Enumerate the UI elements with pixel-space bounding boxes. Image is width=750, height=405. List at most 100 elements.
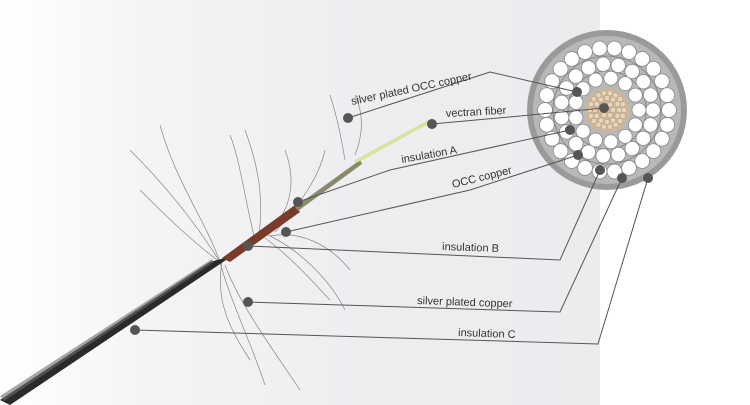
- outer-strand: [552, 61, 569, 77]
- dot-silver-plated-occ-copper-end: [572, 87, 582, 97]
- copper-section: [222, 205, 300, 262]
- middle-strand: [568, 136, 584, 152]
- leader-vectran-fiber: [431, 107, 605, 125]
- outer-strand: [538, 87, 555, 103]
- outer-strand: [563, 51, 580, 67]
- dot-occ-copper-start: [281, 227, 291, 237]
- middle-strand: [580, 60, 597, 76]
- vectran-fiber-strand: [588, 112, 594, 119]
- vectran-fiber-strand: [595, 92, 602, 99]
- inner-strand: [627, 87, 643, 103]
- dot-vectran-fiber-start: [427, 119, 437, 129]
- leader-occ-copper: [285, 154, 579, 233]
- insulation-ring-1: [552, 55, 662, 165]
- labels: silver plated OCC copper vectran fiber i…: [350, 71, 516, 341]
- label-silver-plated-occ-copper: silver plated OCC copper: [350, 71, 473, 108]
- vectran-fiber-strand: [588, 101, 594, 108]
- outer-strand: [661, 102, 677, 118]
- dot-insulation-c-start: [130, 325, 140, 335]
- dot-insulation-a-end: [565, 125, 575, 135]
- outer-strand: [659, 87, 675, 103]
- middle-strand: [635, 130, 651, 146]
- middle-strand: [595, 148, 611, 164]
- outer-strand: [621, 44, 637, 60]
- dot-insulation-b-end: [595, 165, 605, 175]
- vectran-fiber-strand: [612, 121, 619, 128]
- leader-insulation-b: [247, 169, 601, 261]
- vectran-fiber-strand: [607, 112, 613, 119]
- vectran-fiber-strand: [604, 119, 610, 125]
- cable-jacket-highlight: [0, 259, 214, 401]
- dot-insulation-b-start: [243, 241, 253, 251]
- outer-strand: [634, 51, 651, 67]
- middle-strand: [580, 144, 597, 160]
- outer-strand: [538, 117, 555, 133]
- vectran-fiber-strand: [620, 112, 626, 119]
- dot-vectran-fiber-end: [599, 103, 609, 113]
- vectran-fiber-strand: [601, 123, 607, 130]
- vectran-fiber-strand: [591, 118, 597, 124]
- leader-insulation-a: [297, 129, 571, 203]
- outer-strand: [654, 73, 670, 89]
- vectran-fiber-strand: [607, 123, 613, 130]
- vectran-fiber-strand: [598, 117, 604, 124]
- leader-silver-plated-occ-copper: [347, 71, 578, 119]
- vectran-fiber-strand: [614, 113, 621, 119]
- vectran-fiber-strand: [593, 101, 600, 107]
- middle-strand: [624, 140, 640, 157]
- middle-strand: [642, 87, 659, 103]
- middle-strand: [554, 94, 570, 111]
- outer-strand: [544, 73, 560, 89]
- cable-illustration: [0, 94, 433, 405]
- vectran-fiber-strand: [595, 121, 602, 128]
- vectran-fiber-strand: [616, 107, 622, 113]
- vectran-fiber-strand: [604, 95, 610, 101]
- outer-strand: [645, 143, 662, 159]
- vectran-fiber-strand: [607, 90, 613, 97]
- middle-strand: [645, 102, 661, 118]
- inner-strand: [588, 72, 604, 88]
- leader-insulation-c: [134, 177, 649, 345]
- outer-strand: [659, 117, 675, 133]
- label-silver-plated-copper: silver plated copper: [417, 295, 513, 310]
- middle-strand: [642, 117, 659, 133]
- vectran-fiber-strand: [610, 96, 616, 103]
- label-insulation-c: insulation C: [458, 327, 516, 341]
- dot-insulation-c-end: [643, 173, 653, 183]
- label-occ-copper: OCC copper: [451, 164, 514, 191]
- label-insulation-a: insulation A: [400, 144, 458, 166]
- dot-silver-plated-copper-end: [617, 173, 627, 183]
- inner-strand: [617, 128, 633, 144]
- leader-lines: [134, 71, 649, 345]
- outer-strand: [621, 160, 637, 176]
- vectran-fiber-strand: [612, 92, 619, 99]
- leader-endpoints: [130, 87, 653, 335]
- inner-insulation: [295, 160, 362, 211]
- inner-strand: [568, 94, 584, 110]
- outer-strand: [591, 40, 608, 57]
- inner-strand: [617, 76, 633, 92]
- dot-occ-copper-end: [573, 150, 583, 160]
- middle-strand: [568, 68, 584, 84]
- dot-silver-plated-occ-copper-start: [343, 113, 353, 123]
- vectran-fiber-strand: [601, 112, 607, 119]
- dot-silver-plated-copper-start: [243, 297, 253, 307]
- inner-strand: [575, 123, 591, 139]
- vectran-fiber-strand: [593, 113, 600, 119]
- middle-strand: [624, 63, 640, 80]
- inner-strand: [568, 110, 584, 126]
- outer-strand: [552, 143, 569, 159]
- vectran-fiber-strand: [614, 101, 621, 107]
- inner-strand: [588, 132, 604, 148]
- vectran-fiber-strand: [591, 96, 597, 102]
- middle-strand: [595, 56, 611, 72]
- vectran-fiber-strand: [610, 117, 616, 124]
- inner-strand: [603, 134, 619, 150]
- vectran-fiber-strand: [592, 107, 598, 113]
- label-insulation-b: insulation B: [442, 241, 499, 255]
- vectran-fiber-strand: [620, 101, 626, 108]
- middle-strand: [610, 146, 626, 163]
- vectran-fiber-strand: [621, 107, 627, 113]
